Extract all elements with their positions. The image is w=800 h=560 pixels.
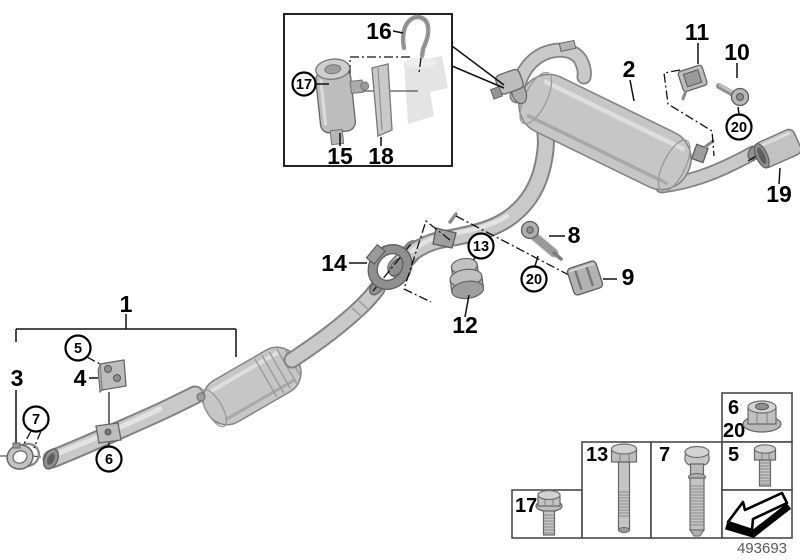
spring-clip-16 xyxy=(400,14,431,59)
callout-6[interactable]: 6 xyxy=(95,445,123,473)
rubber-mount-9 xyxy=(566,260,604,296)
callout-20-middle[interactable]: 20 xyxy=(520,265,548,293)
flange-nut-drawing xyxy=(742,400,782,433)
callout-13-label: 13 xyxy=(473,239,489,255)
clamp-14 xyxy=(365,243,413,290)
clamp-14-axis xyxy=(372,243,412,292)
legend-20-label[interactable]: 20 xyxy=(723,420,745,442)
hanger-8 xyxy=(520,220,563,261)
band-clamp-3 xyxy=(0,442,42,470)
callout-9-label[interactable]: 9 xyxy=(622,264,635,290)
callout-8-label[interactable]: 8 xyxy=(568,222,581,248)
resonator-bolt xyxy=(196,392,206,402)
callout-19-label[interactable]: 19 xyxy=(766,181,792,207)
legend-6-label[interactable]: 6 xyxy=(728,397,739,419)
legend-13-label[interactable]: 13 xyxy=(586,444,608,466)
callout-20-middle-label: 20 xyxy=(526,272,542,288)
tailpipe-tip-19 xyxy=(753,128,800,169)
callout-13[interactable]: 13 xyxy=(467,232,495,260)
callout-12-leader xyxy=(464,294,470,318)
callout-20-top-label: 20 xyxy=(731,120,747,136)
bracket-11 xyxy=(677,64,708,101)
callout-20-top-leader xyxy=(737,106,740,115)
pipe-bracket-6 xyxy=(95,422,122,444)
muffler-rear-tab xyxy=(690,139,715,164)
callout-2-label[interactable]: 2 xyxy=(623,56,636,82)
callout-17-inset-label: 17 xyxy=(296,77,312,93)
direction-arrow-icon xyxy=(725,491,792,538)
callout-6-label: 6 xyxy=(105,452,113,468)
callout-20-middle-leader xyxy=(534,255,539,267)
screw-5-drawing xyxy=(753,444,777,487)
callout-14-label[interactable]: 14 xyxy=(321,250,347,276)
callout-16-leader xyxy=(392,30,404,34)
callout-7-label: 7 xyxy=(32,412,40,428)
legend-7-label[interactable]: 7 xyxy=(659,444,670,466)
callout-7-leaders xyxy=(23,430,42,449)
bolt-13-drawing xyxy=(610,443,638,533)
callout-10-label[interactable]: 10 xyxy=(724,39,750,65)
pin-10 xyxy=(716,83,750,107)
callout-18-label[interactable]: 18 xyxy=(368,143,394,169)
gasket-plate-18 xyxy=(371,63,393,137)
callout-5[interactable]: 5 xyxy=(64,334,92,362)
inset-pointer-lines xyxy=(451,45,505,89)
inset-label-leaders xyxy=(339,133,382,146)
legend-17-label[interactable]: 17 xyxy=(515,495,537,517)
inlet-pipe-tab xyxy=(558,39,577,52)
rear-muffler-body xyxy=(518,71,692,193)
bracket-11-mount-lines xyxy=(663,69,715,157)
center-resonator xyxy=(200,346,302,428)
callout-1-bracket xyxy=(15,314,237,357)
callout-19-leader xyxy=(778,167,781,185)
ghost-bracket xyxy=(404,56,448,124)
callout-16-label[interactable]: 16 xyxy=(366,18,392,44)
bolt-7-drawing xyxy=(684,445,710,537)
front-pipe-assembly xyxy=(42,278,386,470)
callout-1-label[interactable]: 1 xyxy=(120,291,133,317)
callout-7[interactable]: 7 xyxy=(22,405,50,433)
callout-20-top[interactable]: 20 xyxy=(725,113,753,141)
actuator-15 xyxy=(315,58,370,146)
callout-2-leader xyxy=(629,79,635,102)
callout-3-label[interactable]: 3 xyxy=(11,365,24,391)
legend-5-label[interactable]: 5 xyxy=(728,444,739,466)
callout-15-label[interactable]: 15 xyxy=(327,143,353,169)
callout-5-label: 5 xyxy=(74,341,82,357)
tip-19-axis xyxy=(747,150,765,162)
front-pipe-open-end xyxy=(42,448,60,470)
hanger-axis-line xyxy=(455,215,587,285)
callout-11-label[interactable]: 11 xyxy=(685,19,710,45)
mount-bracket-4 xyxy=(97,359,127,394)
callout-17-inset[interactable]: 17 xyxy=(291,71,317,97)
drawing-number: 493693 xyxy=(737,540,787,557)
fastener-legend: 17 13 7 6 20 5 xyxy=(511,392,793,539)
callout-5-leader xyxy=(86,356,101,365)
bolt-17-drawing xyxy=(535,489,563,536)
rubber-mount-12 xyxy=(449,257,485,300)
rear-pipe-hanger-tab xyxy=(432,212,458,249)
callout-4-label[interactable]: 4 xyxy=(74,365,87,391)
